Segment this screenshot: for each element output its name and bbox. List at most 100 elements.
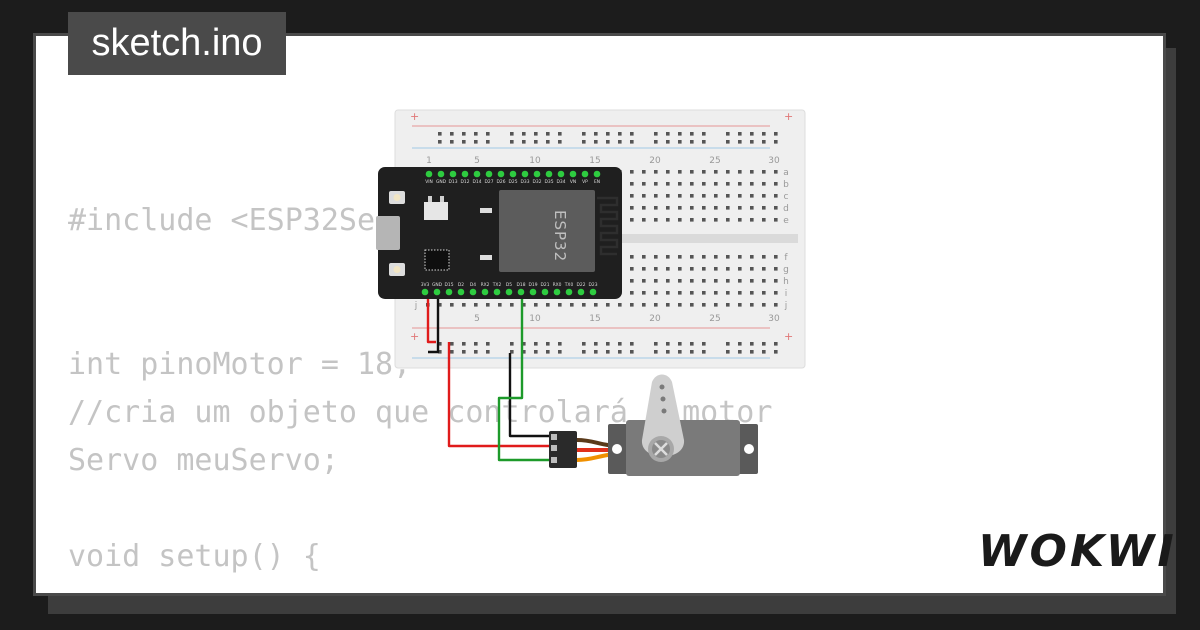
breadboard-hole [690,206,694,210]
breadboard-hole [438,303,442,307]
breadboard-hole [678,303,682,307]
breadboard-hole [702,140,706,144]
breadboard-hole [630,170,634,174]
breadboard-hole [678,194,682,198]
breadboard-hole [666,350,670,354]
pin-label: VP [582,179,588,185]
pin-label: D34 [557,179,566,185]
breadboard-hole [642,194,646,198]
breadboard-hole [690,182,694,186]
breadboard-hole [630,303,634,307]
header-pin [433,288,441,296]
header-pin [589,288,597,296]
breadboard-hole [738,194,742,198]
breadboard-hole [690,342,694,346]
breadboard-hole [714,194,718,198]
breadboard-hole [582,140,586,144]
breadboard-hole [438,342,442,346]
breadboard-hole [702,350,706,354]
column-number: 1 [426,156,432,166]
breadboard-hole [666,170,670,174]
breadboard-hole [630,194,634,198]
breadboard-hole [714,182,718,186]
breadboard-hole [642,303,646,307]
row-letter: h [783,277,789,287]
breadboard-hole [654,350,658,354]
sketch-title: sketch.ino [68,12,286,75]
breadboard-hole [726,350,730,354]
breadboard-hole [678,182,682,186]
column-number: 10 [529,156,541,166]
breadboard-hole [474,342,478,346]
breadboard-hole [678,291,682,295]
pin-label: TX0 [564,282,574,288]
pin-label: D25 [509,179,518,185]
breadboard-hole [726,291,730,295]
breadboard-hole [618,303,622,307]
breadboard-hole [702,267,706,271]
pin-label: D12 [461,179,470,185]
header-pin [545,170,553,178]
row-letter: g [783,265,789,275]
breadboard-hole [570,303,574,307]
breadboard-hole [582,350,586,354]
breadboard-hole [774,342,778,346]
breadboard-hole [774,206,778,210]
breadboard-hole [546,350,550,354]
breadboard-hole [762,194,766,198]
breadboard-hole [666,218,670,222]
breadboard-hole [726,279,730,283]
breadboard-hole [774,132,778,136]
screw-icon [654,442,668,456]
column-number: 20 [649,156,661,166]
header-pin [565,288,573,296]
breadboard-hole [702,279,706,283]
breadboard-hole [738,291,742,295]
breadboard-hole [738,279,742,283]
header-pin [473,170,481,178]
row-letters: a b c d e f g h i j j [414,168,789,311]
breadboard-hole [618,350,622,354]
header-pin [509,170,517,178]
breadboard-hole [522,303,526,307]
breadboard-hole [606,350,610,354]
breadboard-hole [582,303,586,307]
breadboard-hole [450,350,454,354]
breadboard-hole [654,303,658,307]
breadboard-hole [666,140,670,144]
row-letter: f [784,253,788,263]
regulator [424,202,448,220]
breadboard-hole [678,132,682,136]
header-pin [497,170,505,178]
breadboard-hole [750,206,754,210]
row-letter: e [783,216,789,226]
pin-label: VIN [425,179,433,185]
header-pin [461,170,469,178]
breadboard-hole [738,350,742,354]
breadboard-hole [750,194,754,198]
breadboard-hole [714,291,718,295]
breadboard-hole [642,291,646,295]
breadboard-hole [774,194,778,198]
breadboard-hole [474,132,478,136]
breadboard-hole [702,194,706,198]
breadboard-hole [678,342,682,346]
breadboard-hole [450,303,454,307]
breadboard-hole [774,218,778,222]
breadboard-hole [762,303,766,307]
wires [426,292,558,462]
breadboard-hole [666,303,670,307]
header-pin [581,170,589,178]
breadboard-hole [726,303,730,307]
header-pin [457,288,465,296]
breadboard-hole [762,182,766,186]
header-pin [569,170,577,178]
breadboard-hole [690,279,694,283]
breadboard-hole [750,170,754,174]
code-line: Servo meuServo; [68,443,339,478]
breadboard-hole [678,279,682,283]
breadboard-hole [654,291,658,295]
breadboard-hole [534,342,538,346]
breadboard-hole [630,350,634,354]
